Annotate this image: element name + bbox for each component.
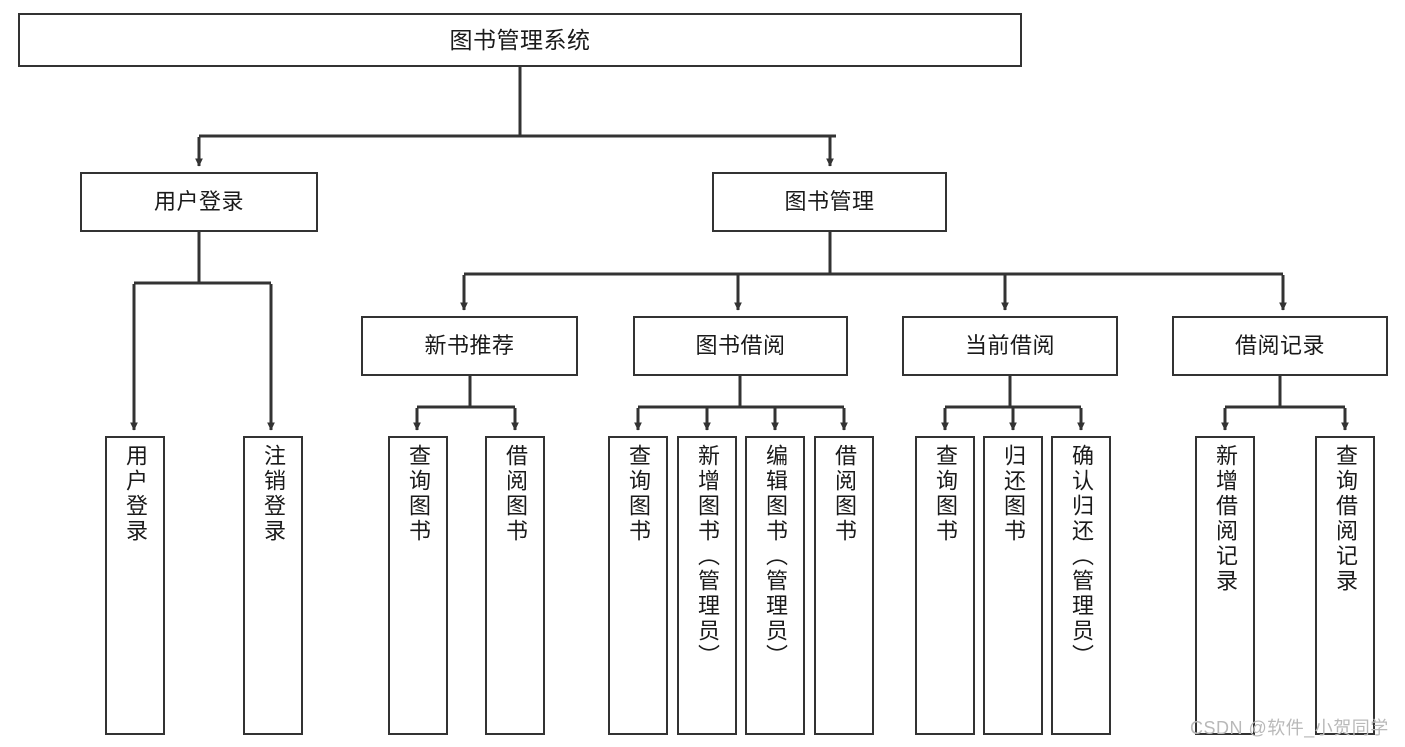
node-user-login[interactable]: 用户登录 — [80, 172, 318, 232]
leaf-query-book-current[interactable]: 查询图书 — [915, 436, 975, 735]
node-user-login-label: 用户登录 — [153, 189, 244, 215]
leaf-query-book-borrow[interactable]: 查询图书 — [608, 436, 668, 735]
node-borrow-record[interactable]: 借阅记录 — [1172, 316, 1388, 376]
leaf-query-book-current-label: 查询图书 — [933, 444, 958, 544]
leaf-return-book-label: 归还图书 — [1001, 444, 1026, 544]
leaf-query-borrow-record-label: 查询借阅记录 — [1333, 444, 1358, 594]
leaf-user-login-label: 用户登录 — [123, 444, 148, 544]
node-book-management[interactable]: 图书管理 — [712, 172, 947, 232]
leaf-logout[interactable]: 注销登录 — [243, 436, 303, 735]
leaf-query-borrow-record[interactable]: 查询借阅记录 — [1315, 436, 1375, 735]
leaf-borrow-book[interactable]: 借阅图书 — [814, 436, 874, 735]
leaf-user-login[interactable]: 用户登录 — [105, 436, 165, 735]
node-book-management-label: 图书管理 — [784, 189, 875, 215]
leaf-confirm-return-admin[interactable]: 确认归还（管理员） — [1051, 436, 1111, 735]
leaf-borrow-book-recommend-label: 借阅图书 — [503, 444, 528, 544]
node-borrow-record-label: 借阅记录 — [1234, 333, 1325, 359]
node-current-borrow[interactable]: 当前借阅 — [902, 316, 1118, 376]
leaf-return-book[interactable]: 归还图书 — [983, 436, 1043, 735]
node-current-borrow-label: 当前借阅 — [964, 333, 1055, 359]
leaf-edit-book-admin-label: 编辑图书（管理员） — [763, 444, 788, 669]
node-root-label: 图书管理系统 — [449, 26, 591, 53]
leaf-logout-label: 注销登录 — [261, 444, 286, 544]
leaf-add-borrow-record-label: 新增借阅记录 — [1213, 444, 1238, 594]
node-book-borrow[interactable]: 图书借阅 — [633, 316, 848, 376]
leaf-borrow-book-recommend[interactable]: 借阅图书 — [485, 436, 545, 735]
node-new-book-recommend[interactable]: 新书推荐 — [361, 316, 578, 376]
node-new-book-recommend-label: 新书推荐 — [424, 333, 515, 359]
node-book-borrow-label: 图书借阅 — [695, 333, 786, 359]
leaf-query-book-borrow-label: 查询图书 — [626, 444, 651, 544]
leaf-query-book-recommend-label: 查询图书 — [406, 444, 431, 544]
csdn-watermark: CSDN @软件_小贺同学 — [1190, 718, 1389, 738]
leaf-add-book-admin-label: 新增图书（管理员） — [695, 444, 720, 669]
leaf-confirm-return-admin-label: 确认归还（管理员） — [1069, 444, 1094, 669]
leaf-borrow-book-label: 借阅图书 — [832, 444, 857, 544]
node-root[interactable]: 图书管理系统 — [18, 13, 1022, 67]
leaf-query-book-recommend[interactable]: 查询图书 — [388, 436, 448, 735]
leaf-add-borrow-record[interactable]: 新增借阅记录 — [1195, 436, 1255, 735]
leaf-add-book-admin[interactable]: 新增图书（管理员） — [677, 436, 737, 735]
leaf-edit-book-admin[interactable]: 编辑图书（管理员） — [745, 436, 805, 735]
